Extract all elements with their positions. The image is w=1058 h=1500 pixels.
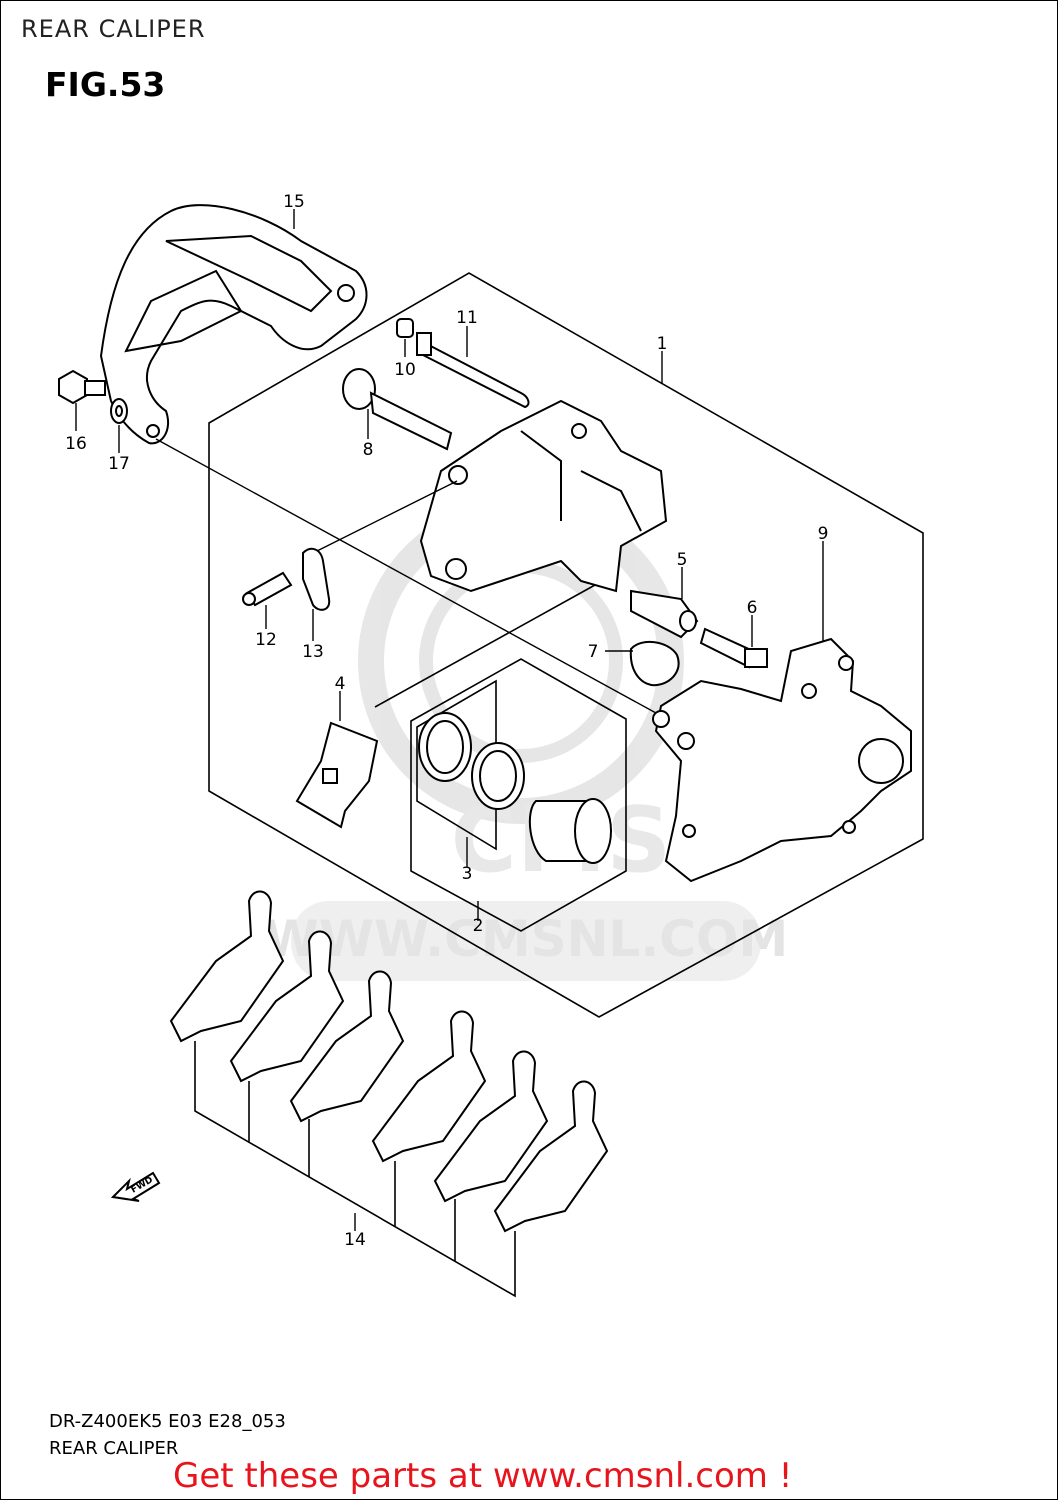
caliper-guard-part [99, 204, 368, 445]
watermark-url: WWW.CMSNL.COM [264, 910, 789, 968]
bracket-part-9 [652, 637, 912, 883]
brake-pads-part-14 [169, 890, 609, 1233]
pad-spring-part-4 [295, 721, 379, 829]
seal-ring-part-3b [471, 742, 525, 810]
callout-10: 10 [394, 360, 416, 380]
callout-17: 17 [108, 454, 130, 474]
bolt-part-16 [58, 369, 106, 405]
callout-12: 12 [255, 630, 277, 650]
plug-part-10 [396, 318, 414, 338]
page-title: REAR CALIPER [21, 15, 206, 43]
callout-3: 3 [462, 864, 473, 884]
cap-part-13 [302, 547, 331, 611]
pin-part-6 [699, 627, 768, 669]
promo-link[interactable]: Get these parts at www.cmsnl.com ! [173, 1456, 793, 1496]
pin-part-11 [416, 332, 530, 409]
callout-8: 8 [363, 440, 374, 460]
callout-numbers: 1 2 3 4 5 6 7 8 9 10 11 12 13 14 15 16 1… [65, 192, 828, 1250]
pad-group-bracket [194, 1041, 516, 1298]
caliper-assembly-outline [208, 272, 924, 1018]
callout-2: 2 [473, 916, 484, 936]
bolt-part-8 [342, 368, 453, 451]
callout-4: 4 [335, 674, 346, 694]
callout-13: 13 [302, 642, 324, 662]
bleeder-part-12 [242, 571, 293, 607]
caliper-body [419, 399, 668, 593]
callout-leaders [75, 209, 824, 1231]
boot-part-7 [629, 640, 680, 687]
callout-1: 1 [657, 334, 668, 354]
piston-part [528, 798, 612, 864]
piston-seal-box [374, 584, 627, 932]
forward-arrow-icon: FWD [110, 1171, 161, 1202]
callout-7: 7 [588, 642, 599, 662]
callout-15: 15 [283, 192, 305, 212]
seal-ring-part-3a [418, 712, 472, 782]
callout-6: 6 [747, 598, 758, 618]
callout-14: 14 [344, 1230, 366, 1250]
callout-9: 9 [818, 524, 829, 544]
washer-part-17 [110, 398, 128, 424]
figure-number: FIG.53 [45, 65, 166, 104]
callout-5: 5 [677, 550, 688, 570]
leader-line [155, 438, 657, 714]
callout-16: 16 [65, 434, 87, 454]
diagram-caption: REAR CALIPER [49, 1438, 179, 1459]
callout-11: 11 [456, 308, 478, 328]
sleeve-part-5 [630, 589, 699, 639]
diagram-code: DR-Z400EK5 E03 E28_053 [49, 1411, 286, 1432]
